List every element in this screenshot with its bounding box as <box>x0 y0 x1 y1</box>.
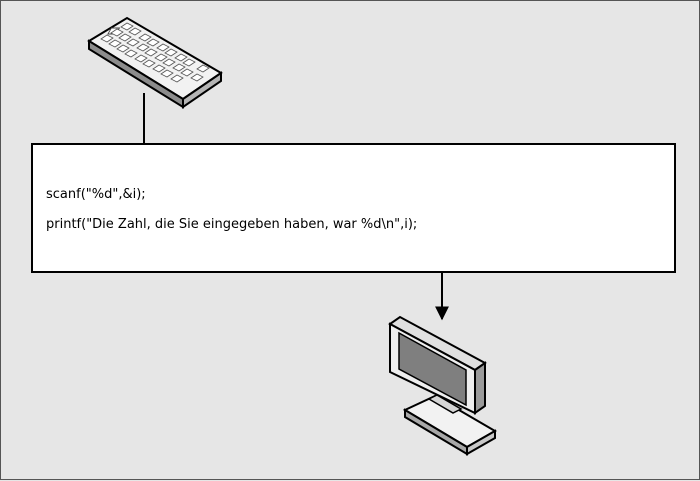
code-line-printf: printf("Die Zahl, die Sie eingegeben hab… <box>46 217 418 232</box>
code-line-scanf: scanf("%d",&i); <box>46 187 146 202</box>
keyboard-icon <box>87 16 223 109</box>
code-box: scanf("%d",&i); printf("Die Zahl, die Si… <box>31 143 676 273</box>
monitor-icon <box>388 315 497 456</box>
